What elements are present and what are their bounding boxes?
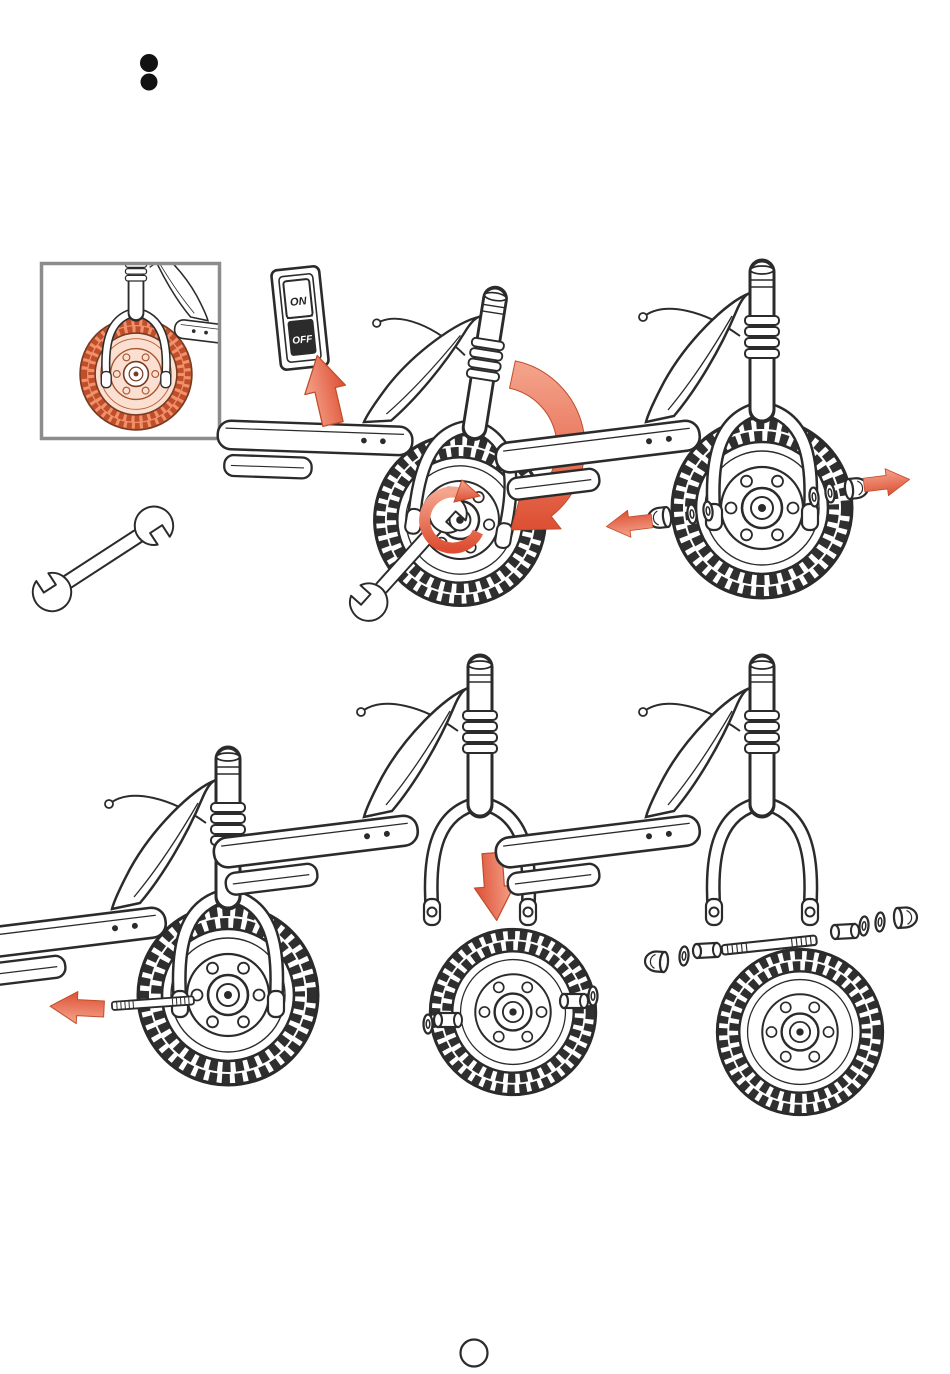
spacer-icon	[829, 922, 861, 941]
washer-icon	[677, 945, 691, 967]
step-slide-out-axle	[0, 753, 318, 1085]
switch-off-label: OFF	[292, 334, 314, 347]
spacer-icon	[558, 992, 590, 1010]
front-wheel	[672, 418, 852, 598]
bullet-dot	[140, 73, 158, 91]
power-switch-icon: ON OFF	[270, 265, 330, 371]
open-end-wrench-icon	[25, 499, 180, 618]
switch-off-rocker	[287, 318, 317, 356]
bullet-dots	[140, 54, 158, 91]
fork-dropout-holes	[426, 906, 534, 918]
front-wheel	[138, 905, 318, 1085]
inset-front-wheel-highlight	[39, 261, 222, 441]
pull-right-arrow-icon	[861, 465, 912, 499]
cap-nut-icon	[892, 905, 919, 930]
inset-border	[39, 261, 222, 441]
pull-left-arrow-icon	[604, 507, 655, 541]
spacer-icon	[691, 941, 723, 960]
fork-dropout-holes	[708, 906, 816, 918]
hub-rotate-arrow-icon	[419, 479, 483, 554]
cap-nut-icon	[643, 949, 670, 974]
washer-icon	[587, 985, 599, 1007]
front-wheel	[717, 949, 883, 1115]
switch-on-label: ON	[289, 295, 308, 309]
bullet-dot	[140, 54, 158, 72]
pull-left-arrow-icon	[48, 989, 106, 1026]
washer-icon	[422, 1013, 434, 1035]
front-wheel-highlighted-icon	[80, 318, 192, 430]
scooter-front-fork	[494, 661, 818, 925]
spacer-icon	[432, 1011, 464, 1029]
washer-icon	[857, 915, 871, 937]
washer-icon	[873, 911, 887, 933]
page-number-circle	[459, 1338, 489, 1368]
